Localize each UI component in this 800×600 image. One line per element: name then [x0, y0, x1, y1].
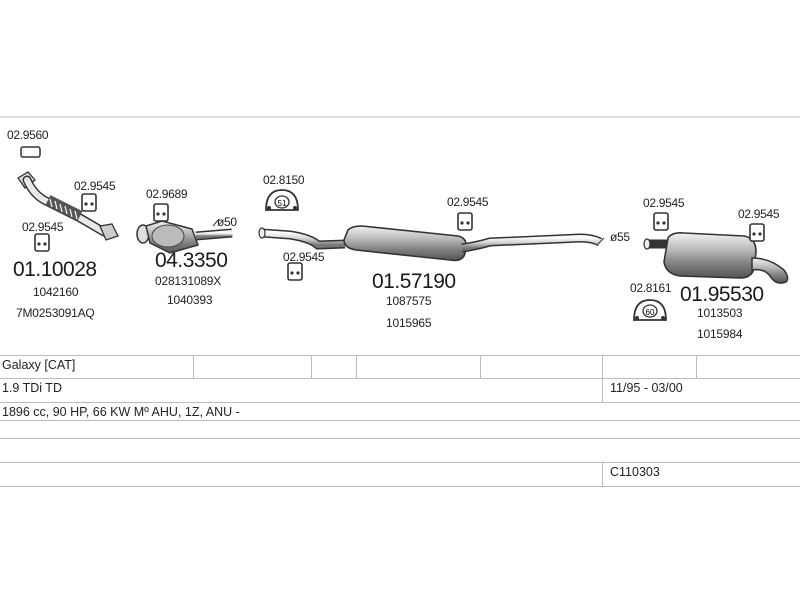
production-years: 11/95 - 03/00 — [610, 381, 683, 395]
centre-silencer-part-number: 01.57190 — [372, 270, 456, 293]
catalog-number: C110303 — [610, 465, 660, 479]
rear-silencer-part-number: 01.95530 — [680, 283, 764, 306]
exhaust-drawing: 51 60 — [0, 116, 800, 321]
table-rule — [0, 438, 800, 439]
gasket-part-number: 02.9545 — [447, 195, 489, 209]
gasket-icon — [34, 233, 50, 252]
engine-spec: 1896 cc, 90 HP, 66 KW Mº AHU, 1Z, ANU - — [2, 405, 240, 419]
table-rule — [0, 486, 800, 487]
gasket-icon — [287, 262, 303, 281]
gasket-part-number: 02.9545 — [643, 196, 685, 210]
front-pipe-part-number: 01.10028 — [13, 258, 97, 281]
clamp-icon — [20, 146, 41, 158]
hanger-part-number: 02.8150 — [263, 173, 305, 187]
rubber-hanger-icon — [633, 299, 667, 321]
gasket-icon — [457, 212, 473, 231]
hanger-part-number: 02.8161 — [630, 281, 672, 295]
gasket-icon — [153, 203, 169, 222]
table-rule — [0, 355, 800, 356]
clamp-part-number: 02.9560 — [7, 128, 49, 142]
table-rule — [0, 378, 800, 379]
oe-reference: 1015965 — [386, 316, 432, 330]
table-rule — [0, 402, 800, 403]
table-rule — [0, 462, 800, 463]
hanger-size-text: 60 — [646, 308, 655, 317]
vehicle-model: Galaxy [CAT] — [2, 358, 76, 372]
catalyst-part-number: 04.3350 — [155, 249, 228, 272]
table-rule — [0, 420, 800, 421]
gasket-icon — [81, 193, 97, 212]
oe-reference: 1042160 — [33, 285, 79, 299]
oe-reference: 028131089X — [155, 274, 222, 288]
oe-reference: 1087575 — [386, 294, 432, 308]
pipe-diameter: ø50 — [217, 215, 237, 229]
engine-type: 1.9 TDi TD — [2, 381, 62, 395]
front-pipe-part — [17, 146, 119, 252]
rubber-hanger-icon — [265, 189, 299, 211]
hanger-size-text: 51 — [278, 199, 287, 208]
centre-silencer-part — [258, 189, 605, 281]
gasket-icon — [749, 223, 765, 242]
catalyst-part — [136, 203, 233, 254]
oe-reference: 7M0253091AQ — [16, 306, 95, 320]
oe-reference: 1015984 — [697, 327, 743, 341]
gasket-part-number: 02.9545 — [738, 207, 780, 221]
gasket-part-number: 02.9545 — [74, 179, 116, 193]
gasket-part-number: 02.9545 — [22, 220, 64, 234]
gasket-part-number: 02.9545 — [283, 250, 325, 264]
oe-reference: 1013503 — [697, 306, 743, 320]
rear-silencer-part — [633, 212, 789, 321]
gasket-part-number: 02.9689 — [146, 187, 188, 201]
oe-reference: 1040393 — [167, 293, 213, 307]
gasket-icon — [653, 212, 669, 231]
pipe-diameter: ø55 — [610, 230, 630, 244]
